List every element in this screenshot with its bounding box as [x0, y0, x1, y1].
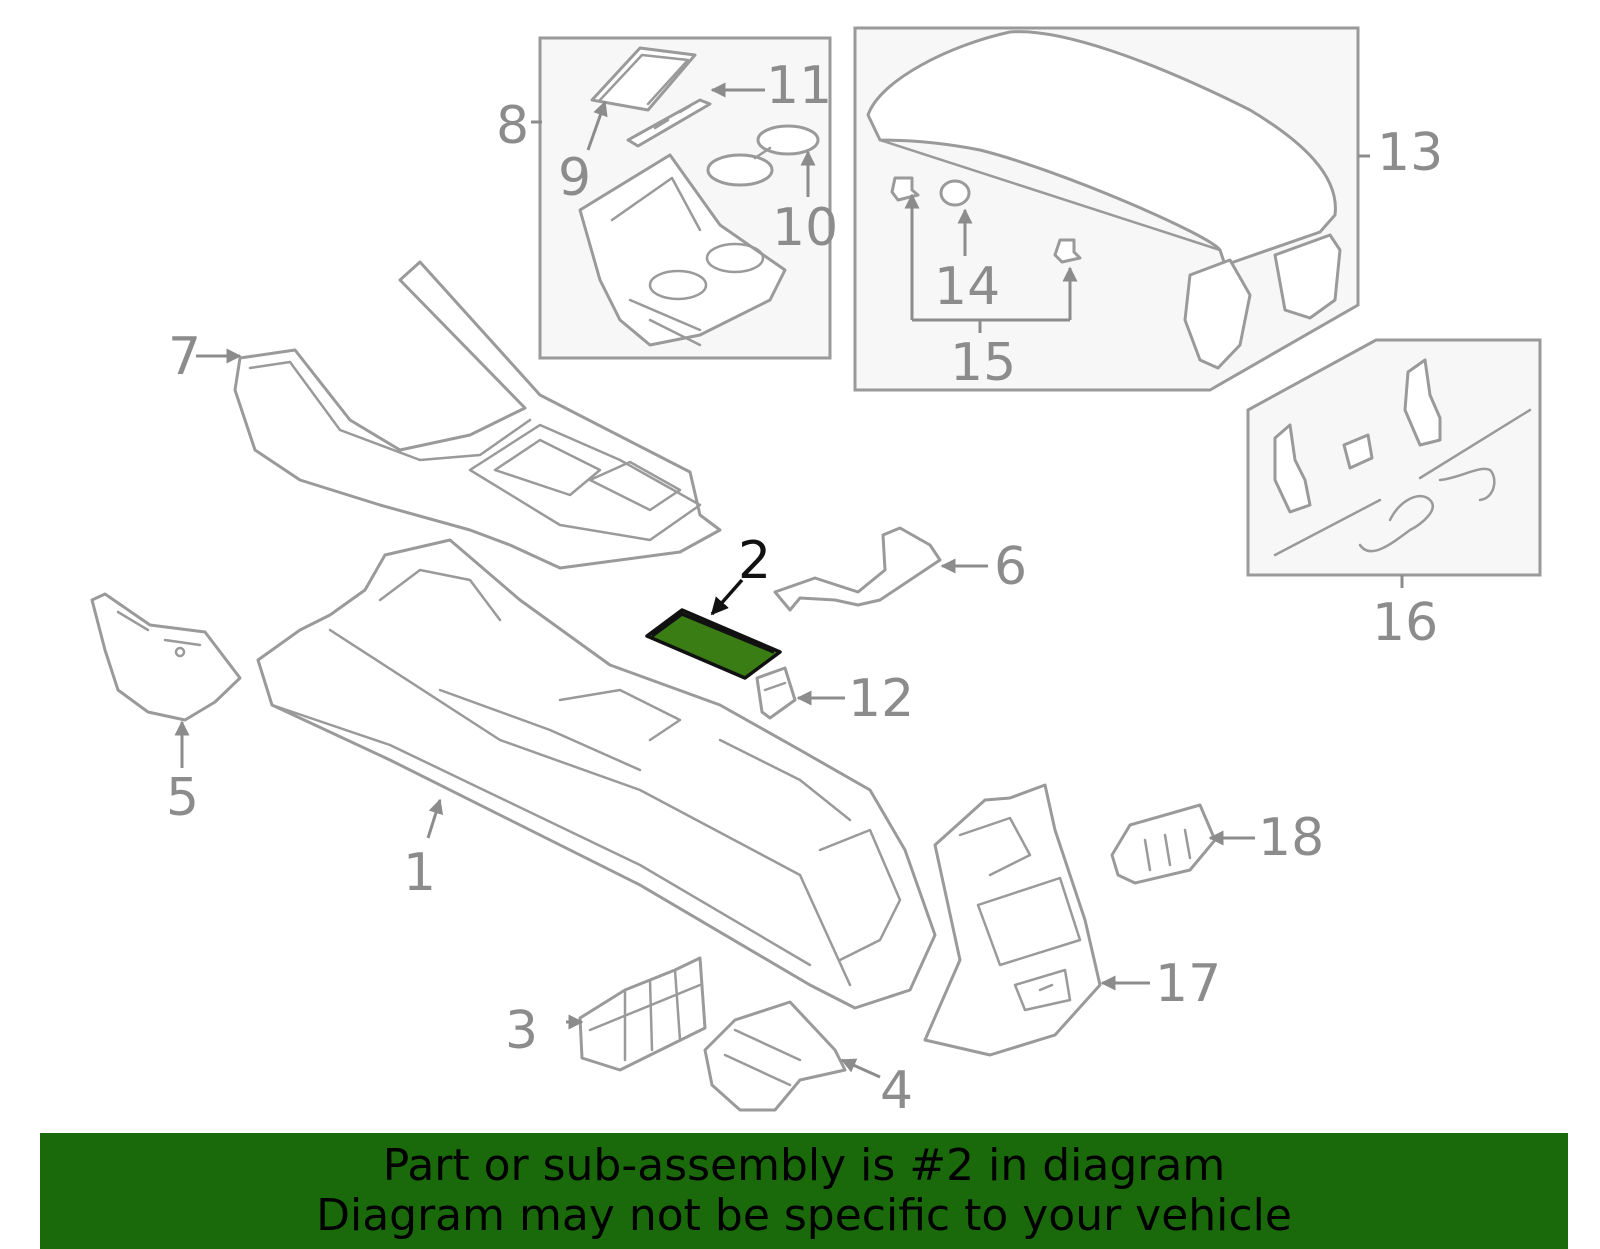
callout-5: 5	[166, 768, 199, 828]
part-4-cover	[703, 1000, 847, 1112]
callout-2: 2	[738, 531, 771, 591]
armrest-group-box	[853, 26, 1360, 392]
callout-13: 13	[1377, 123, 1443, 183]
banner-line-1: Part or sub-assembly is #2 in diagram	[382, 1140, 1226, 1191]
leader-lines	[174, 82, 1404, 1079]
part-5-side-panel	[90, 592, 242, 722]
part-17-rear-panel	[923, 783, 1102, 1057]
part-12-switch	[755, 666, 797, 720]
callout-6: 6	[994, 537, 1027, 597]
main-console-body	[256, 538, 937, 1010]
hardware-group-box	[1246, 338, 1542, 577]
info-banner: Part or sub-assembly is #2 in diagram Di…	[40, 1133, 1568, 1249]
banner-line-2: Diagram may not be specific to your vehi…	[316, 1190, 1292, 1241]
callout-18: 18	[1258, 808, 1324, 868]
callout-16: 16	[1372, 593, 1438, 653]
callout-1: 1	[403, 843, 436, 903]
callout-14: 14	[934, 257, 1000, 317]
callout-7: 7	[168, 327, 201, 387]
callout-12: 12	[848, 669, 914, 729]
callout-4: 4	[880, 1061, 913, 1121]
callout-8: 8	[496, 96, 529, 156]
part-18-vent	[1110, 803, 1217, 885]
cup-holder-group-box	[538, 36, 832, 360]
callout-10: 10	[772, 198, 838, 258]
callout-11: 11	[766, 56, 832, 116]
part-2-inner-edge	[650, 612, 775, 654]
part-3-tray	[578, 956, 707, 1072]
part-6-bracket	[773, 526, 942, 612]
callout-3: 3	[505, 1001, 538, 1061]
upper-console-trim	[233, 260, 722, 570]
callout-9: 9	[558, 148, 591, 208]
callout-labels: 1 2 3 4 5 6 7 8 9 10 11 12 13 14 15 16 1…	[166, 56, 1443, 1121]
part-2-highlighted[interactable]	[645, 608, 782, 680]
callout-15: 15	[950, 333, 1016, 393]
callout-17: 17	[1155, 954, 1221, 1014]
